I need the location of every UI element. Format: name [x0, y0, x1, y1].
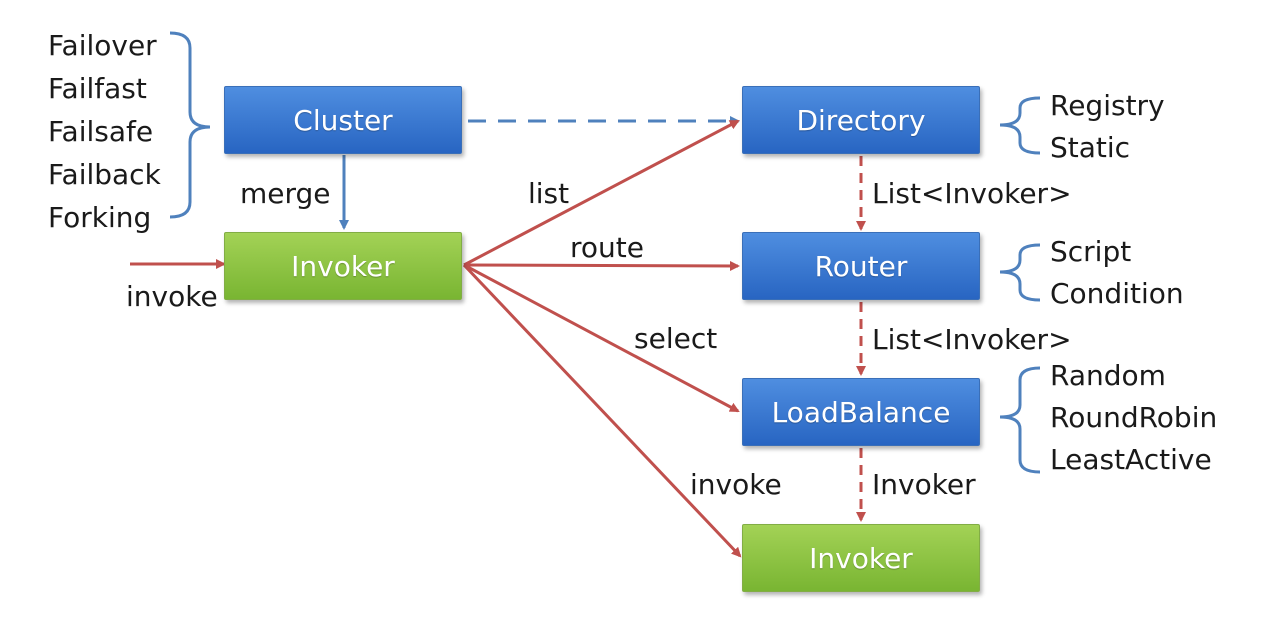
- loadbalance-options-brace: [999, 366, 1041, 474]
- directory-options-brace: [999, 96, 1041, 155]
- directory-option: Registry: [1050, 89, 1165, 122]
- loadbalance-option: RoundRobin: [1050, 401, 1218, 434]
- cluster-option: Failsafe: [48, 115, 154, 148]
- route-label: route: [570, 231, 644, 264]
- cluster-options-list: Failover Failfast Failsafe Failback Fork…: [48, 24, 161, 239]
- invoker-to-result-arrow: [462, 263, 742, 558]
- loadbalance-option: Random: [1050, 359, 1166, 392]
- loadbalance-to-invoker-label: Invoker: [872, 468, 976, 501]
- loadbalance-option: LeastActive: [1050, 443, 1212, 476]
- cluster-options-brace: [169, 31, 211, 219]
- loadbalance-box: LoadBalance: [742, 378, 980, 446]
- router-box: Router: [742, 232, 980, 300]
- cluster-box: Cluster: [224, 86, 462, 154]
- cluster-option: Failover: [48, 29, 157, 62]
- directory-to-router-label: List<Invoker>: [872, 177, 1072, 210]
- invoker-main-box-label: Invoker: [291, 249, 395, 283]
- router-options-brace: [999, 243, 1041, 302]
- cluster-option: Failfast: [48, 72, 147, 105]
- cluster-box-label: Cluster: [293, 103, 393, 137]
- router-options-list: Script Condition: [1050, 231, 1184, 315]
- loadbalance-options-list: Random RoundRobin LeastActive: [1050, 355, 1217, 481]
- directory-box-label: Directory: [796, 103, 926, 137]
- cluster-option: Failback: [48, 158, 161, 191]
- invoker-to-directory-arrow: [463, 119, 740, 267]
- invoke-input-label: invoke: [126, 280, 218, 313]
- list-label: list: [528, 177, 570, 210]
- invoke-output-label: invoke: [690, 468, 782, 501]
- router-option: Script: [1050, 235, 1132, 268]
- directory-option: Static: [1050, 131, 1131, 164]
- loadbalance-box-label: LoadBalance: [771, 395, 951, 429]
- select-label: select: [634, 322, 718, 355]
- invoker-main-box: Invoker: [224, 232, 462, 300]
- invoker-result-box-label: Invoker: [809, 541, 913, 575]
- cluster-option: Forking: [48, 201, 152, 234]
- directory-options-list: Registry Static: [1050, 85, 1165, 169]
- router-option: Condition: [1050, 277, 1184, 310]
- directory-box: Directory: [742, 86, 980, 154]
- merge-label: merge: [240, 177, 331, 210]
- invoker-result-box: Invoker: [742, 524, 980, 592]
- invoker-to-router-arrow: [463, 260, 740, 271]
- invoker-to-loadbalance-arrow: [463, 263, 740, 413]
- router-to-loadbalance-label: List<Invoker>: [872, 323, 1072, 356]
- router-box-label: Router: [814, 249, 908, 283]
